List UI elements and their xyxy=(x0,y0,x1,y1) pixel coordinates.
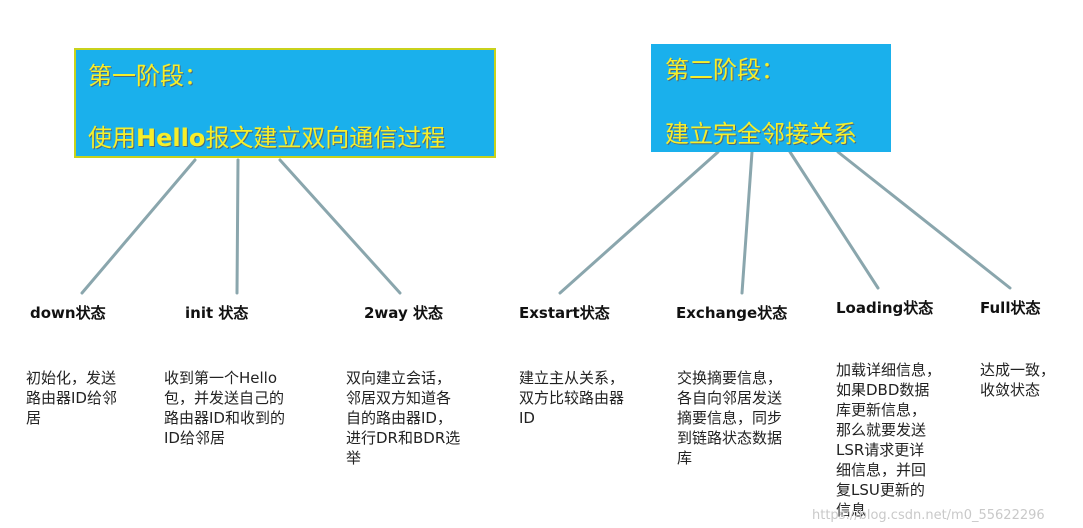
state-init-label: init 状态 xyxy=(185,304,249,322)
connector-full xyxy=(836,150,1012,290)
state-2way-label: 2way 状态 xyxy=(364,304,443,322)
connector-2way xyxy=(278,158,402,295)
connector-exstart xyxy=(558,150,720,295)
watermark: https://blog.csdn.net/m0_55622296 xyxy=(812,508,1045,523)
phase-two-box: 第二阶段： 建立完全邻接关系 xyxy=(651,44,891,152)
state-exchange-label: Exchange状态 xyxy=(676,304,788,322)
state-down-label: down状态 xyxy=(30,304,106,322)
phase-one-title: 第一阶段： xyxy=(88,62,208,90)
phase-two-title: 第二阶段： xyxy=(665,56,785,84)
state-2way-desc: 双向建立会话，邻居双方知道各自的路由器ID，进行DR和BDR选举 xyxy=(346,369,461,467)
state-full-label: Full状态 xyxy=(980,299,1041,317)
state-exchange-desc: 交换摘要信息，各自向邻居发送摘要信息，同步到链路状态数据库 xyxy=(677,369,783,467)
state-exstart-label: Exstart状态 xyxy=(519,304,610,322)
state-full-desc: 达成一致，收敛状态 xyxy=(980,361,1056,399)
phase-one-subtitle: 使用Hello报文建立双向通信过程 xyxy=(88,124,446,152)
connector-down xyxy=(80,158,197,295)
connector-loading xyxy=(788,150,880,290)
phase-one-box: 第一阶段： 使用Hello报文建立双向通信过程 xyxy=(74,48,496,158)
state-down-desc: 初始化，发送路由器ID给邻居 xyxy=(26,369,117,427)
state-loading-label: Loading状态 xyxy=(836,299,934,317)
connector-init xyxy=(235,158,240,295)
connector-exchange xyxy=(740,150,754,295)
phase-two-subtitle: 建立完全邻接关系 xyxy=(665,120,857,148)
